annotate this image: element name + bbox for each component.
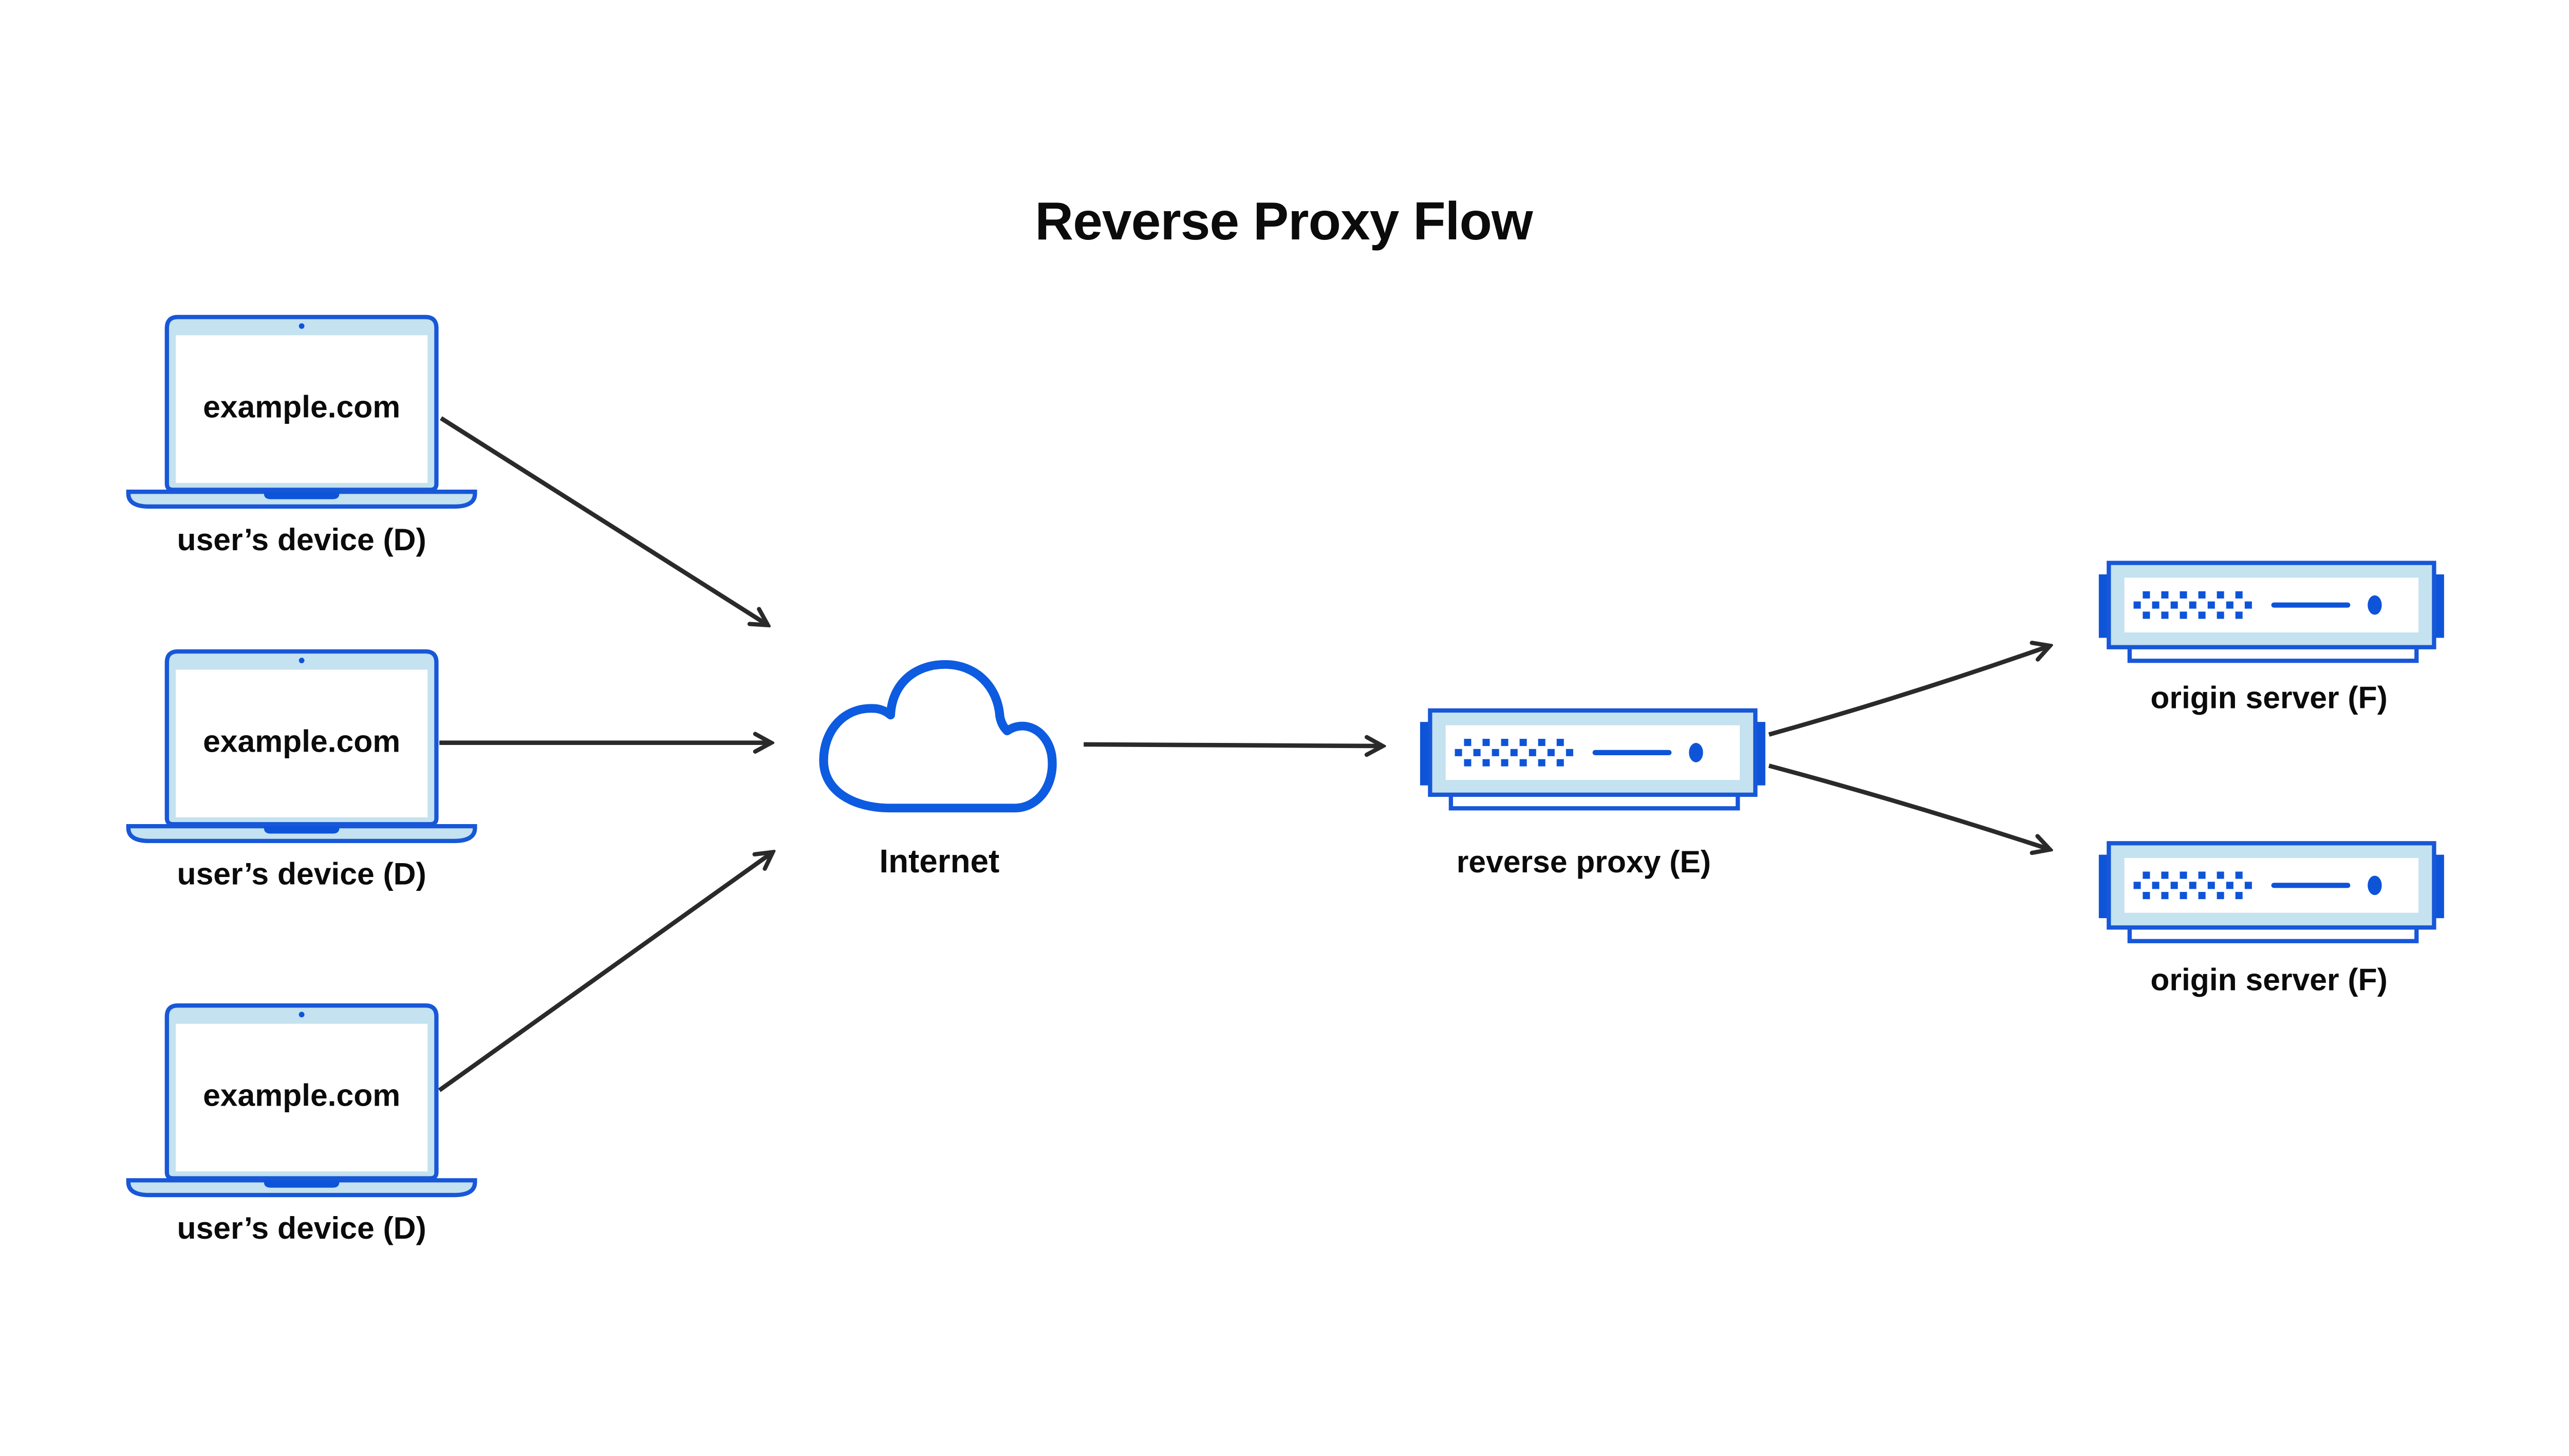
origin-server-node-2 [2099,843,2444,941]
cloud-icon [819,660,1057,813]
user-device-2-label: user’s device (D) [177,856,426,891]
user-device-node-2: example.com [128,651,475,841]
user-device-1-label: user’s device (D) [177,522,426,557]
arrow-device3-to-internet [438,853,772,1092]
origin-server-1-label: origin server (F) [2150,680,2387,715]
internet-node: Internet [819,660,1057,880]
arrow-device1-to-internet [440,416,767,625]
flow-arrows [438,416,2050,1092]
server-icon [2099,563,2444,661]
server-icon [1420,711,1765,808]
user-device-node-3: example.com [128,1005,475,1195]
arrow-proxy-to-origin2 [1768,763,2050,849]
page-title: Reverse Proxy Flow [1035,191,1533,251]
origin-server-node-1 [2099,563,2444,661]
user-device-3-label: user’s device (D) [177,1210,426,1245]
arrow-proxy-to-origin1 [1768,646,2050,737]
device-screen-text: example.com [203,1077,400,1112]
server-icon [2099,843,2444,941]
internet-label: Internet [879,843,999,880]
user-device-node-1: example.com [128,317,475,507]
reverse-proxy-node [1420,711,1765,808]
device-screen-text: example.com [203,723,400,758]
reverse-proxy-label: reverse proxy (E) [1457,844,1711,879]
device-screen-text: example.com [203,389,400,424]
arrow-internet-to-proxy [1084,744,1382,746]
origin-server-2-label: origin server (F) [2150,962,2387,997]
